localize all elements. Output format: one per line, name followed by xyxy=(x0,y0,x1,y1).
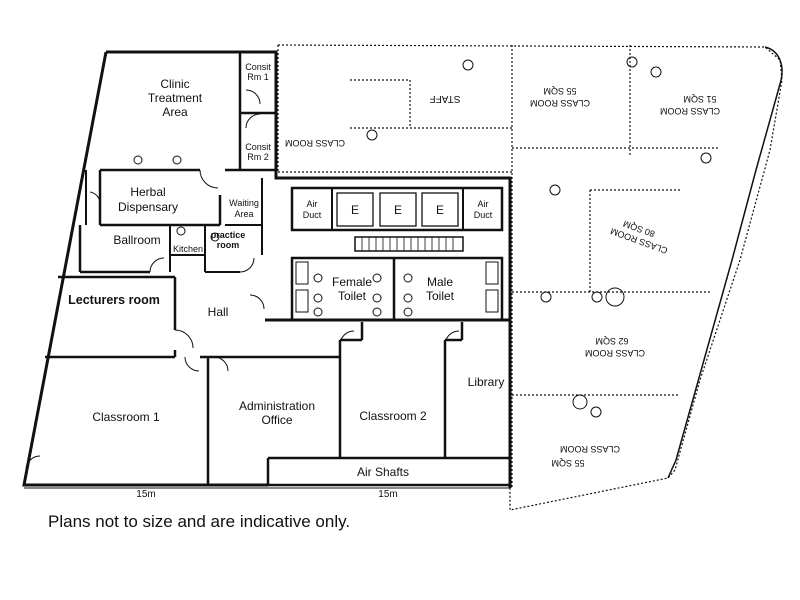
stair-treads xyxy=(361,237,454,251)
lift-1-label: E xyxy=(351,203,359,217)
consult1-label-1: Consit xyxy=(245,62,271,72)
clinic-treatment-label-2: Treatment xyxy=(148,91,203,105)
annex-room-a-label: CLASS ROOM xyxy=(285,138,345,148)
annex-room-b-label: CLASS ROOM xyxy=(530,98,590,108)
annex-window-wall xyxy=(667,46,783,479)
practice-label-1: practice xyxy=(211,230,246,240)
dimension-right-label: 15m xyxy=(378,489,397,500)
air-duct-left-label-1: Air xyxy=(307,199,318,209)
admin-office-label-1: Administration xyxy=(239,399,315,413)
lift-3-label: E xyxy=(436,203,444,217)
consult2-label-2: Rm 2 xyxy=(247,152,269,162)
male-toilet-label-2: Toilet xyxy=(426,289,455,303)
male-toilet-label-1: Male xyxy=(427,275,453,289)
annex-room-f-label: CLASS ROOM xyxy=(560,444,620,454)
lift-2-label: E xyxy=(394,203,402,217)
female-toilet-label-2: Toilet xyxy=(338,289,367,303)
door-swings xyxy=(25,89,460,471)
classroom-1-label: Classroom 1 xyxy=(92,410,160,424)
air-duct-left-label-2: Duct xyxy=(303,210,322,220)
herbal-label-1: Herbal xyxy=(130,185,165,199)
admin-office-label-2: Office xyxy=(261,413,292,427)
main-walls xyxy=(22,50,512,489)
dimension-left-label: 15m xyxy=(136,489,155,500)
room-labels: Clinic Treatment Area Consit Rm 1 Consit… xyxy=(68,62,504,479)
annex-room-c-area: 51 SQM xyxy=(683,94,716,104)
air-duct-right-label-1: Air xyxy=(478,199,489,209)
lift-boxes xyxy=(336,192,459,227)
annex-staff-label: STAFF xyxy=(430,93,461,104)
annex-room-b-area: 55 SQM xyxy=(543,86,576,96)
library-label: Library xyxy=(468,375,505,389)
annex-room-e-label: CLASS ROOM xyxy=(585,348,645,358)
ballroom-label: Ballroom xyxy=(113,233,160,247)
annex-room-e-area: 62 SQM xyxy=(595,336,628,346)
toilet-stalls xyxy=(295,261,499,317)
air-shafts-label: Air Shafts xyxy=(357,465,409,479)
light-fixtures xyxy=(133,155,220,242)
classroom-2-label: Classroom 2 xyxy=(359,409,427,423)
clinic-treatment-label-1: Clinic xyxy=(160,77,189,91)
dimension-labels: 15m 15m xyxy=(136,489,397,500)
consult2-label-1: Consit xyxy=(245,142,271,152)
practice-label-2: room xyxy=(217,240,240,250)
hall-label: Hall xyxy=(208,305,229,319)
kitchen-label: Kitchen xyxy=(173,244,203,254)
disclaimer-note: Plans not to size and are indicative onl… xyxy=(48,512,351,531)
annex-room-c-label: CLASS ROOM xyxy=(660,106,720,116)
waiting-label-1: Waiting xyxy=(229,198,259,208)
annex-room-f-area: 55 SQM xyxy=(551,458,584,468)
female-toilet-label-1: Female xyxy=(332,275,372,289)
clinic-treatment-label-3: Area xyxy=(162,105,188,119)
annex-fixtures xyxy=(366,56,712,418)
consult1-label-2: Rm 1 xyxy=(247,72,269,82)
lecturers-room-label: Lecturers room xyxy=(68,293,160,307)
herbal-label-2: Dispensary xyxy=(118,200,178,214)
waiting-label-2: Area xyxy=(234,209,253,219)
air-duct-right-label-2: Duct xyxy=(474,210,493,220)
